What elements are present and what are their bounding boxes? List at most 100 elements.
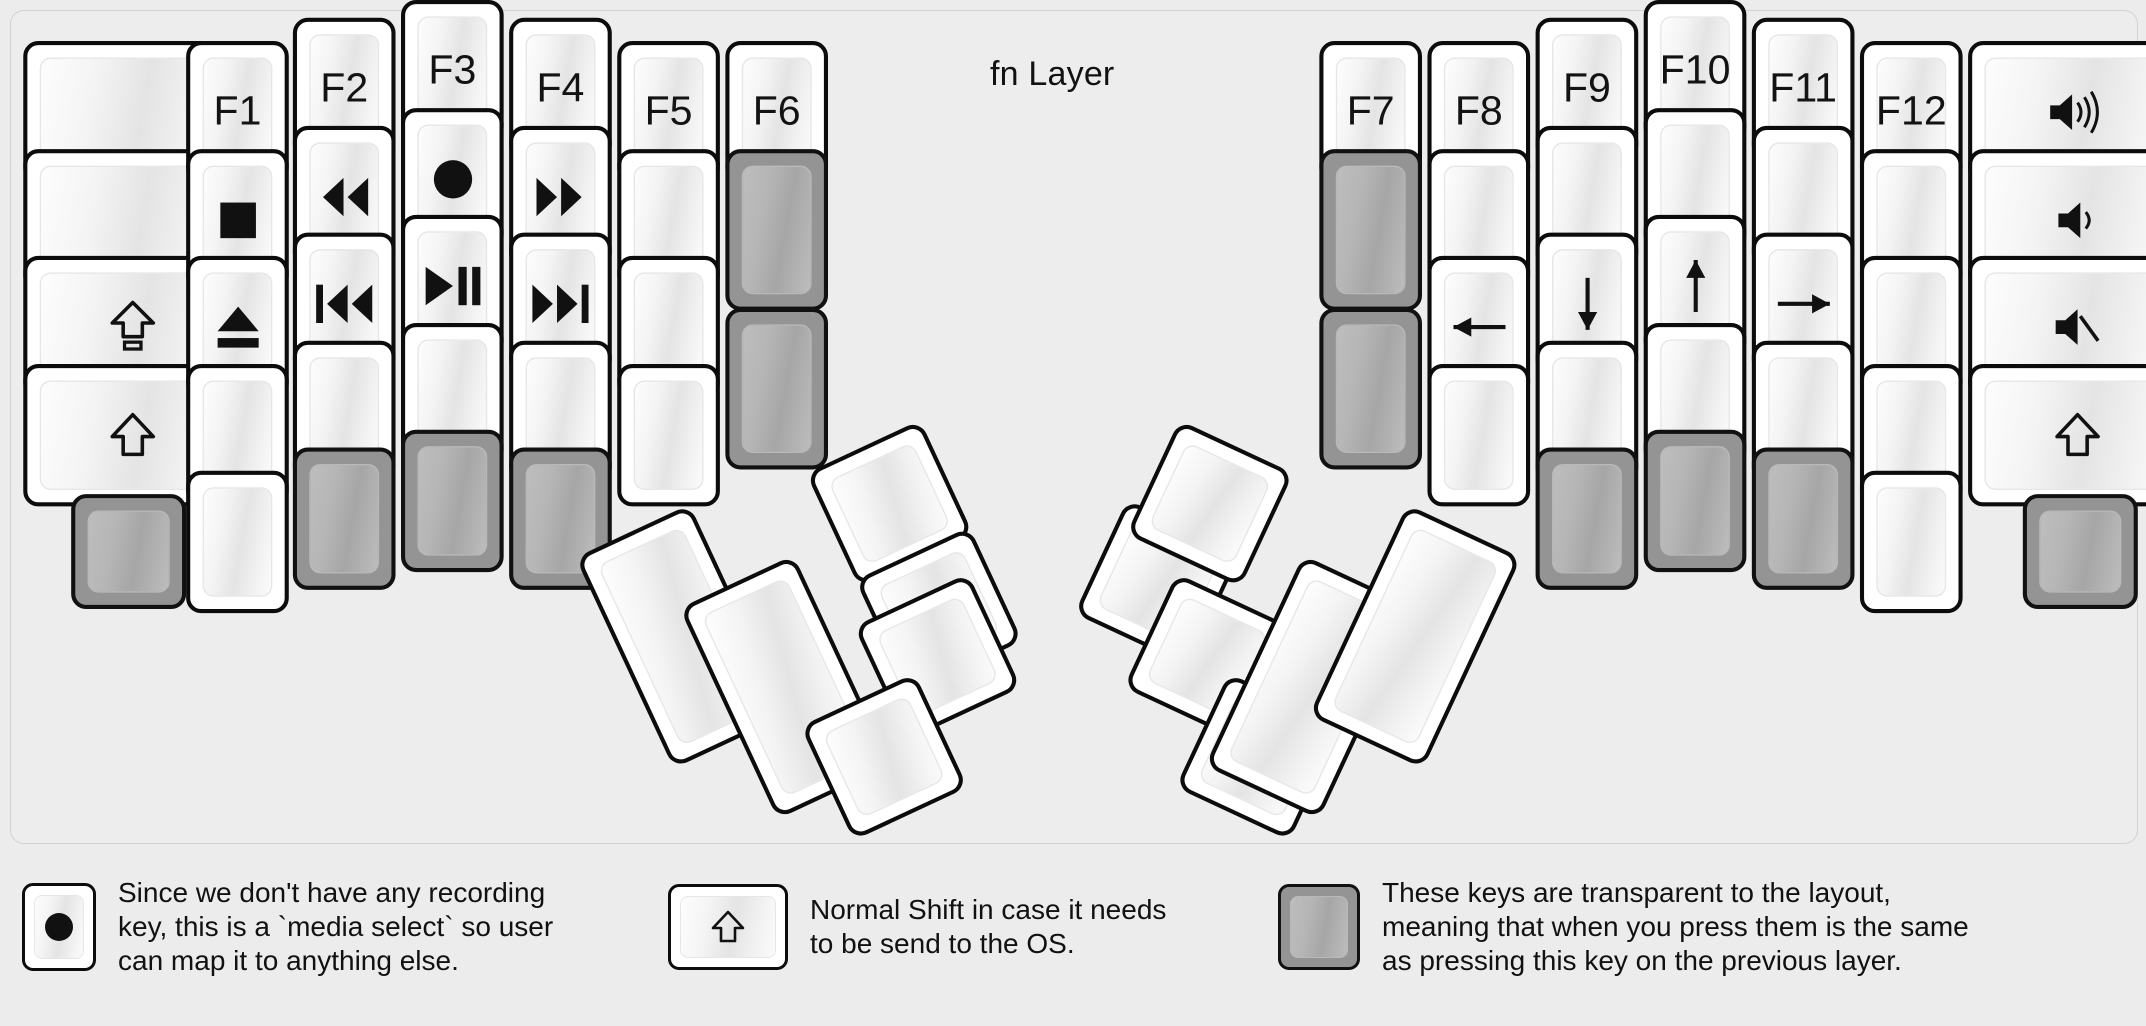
legend-key-record bbox=[22, 883, 96, 972]
key-cap bbox=[1278, 884, 1360, 971]
key-cap bbox=[1535, 447, 1639, 590]
legend-text-record: Since we don't have any recording key, t… bbox=[118, 877, 554, 977]
key-col-outer-right-4[interactable] bbox=[2022, 494, 2138, 610]
key-col-f2-4[interactable] bbox=[292, 447, 396, 590]
key-label: F6 bbox=[752, 88, 801, 135]
media-next-icon bbox=[527, 250, 594, 357]
key-cap: F3 bbox=[401, 0, 504, 143]
key-label: F2 bbox=[320, 65, 369, 111]
legend-item-transparent: These keys are transparent to the layout… bbox=[1278, 876, 1969, 978]
volume-mute-icon bbox=[1986, 274, 2146, 381]
key-top bbox=[202, 487, 273, 597]
key-col-f5-3[interactable] bbox=[617, 363, 720, 506]
key-cap bbox=[1319, 148, 1422, 310]
key-label: F5 bbox=[644, 88, 693, 135]
key-cap bbox=[1643, 429, 1747, 573]
key-col-f10-4[interactable] bbox=[1643, 429, 1747, 573]
key-cap bbox=[186, 470, 289, 614]
key-cap bbox=[725, 148, 829, 310]
media-previous-icon bbox=[311, 250, 378, 357]
arrow-right-icon bbox=[1770, 250, 1837, 357]
key-col-f1-4[interactable] bbox=[186, 470, 289, 614]
key-label bbox=[824, 697, 944, 817]
key-label bbox=[1150, 444, 1270, 564]
key-top bbox=[1148, 441, 1272, 566]
key-top bbox=[417, 446, 488, 556]
key-label bbox=[743, 325, 810, 451]
legend-key-shift bbox=[668, 884, 788, 970]
media-record-icon bbox=[35, 896, 83, 958]
key-top bbox=[822, 695, 946, 819]
key-cap bbox=[725, 307, 829, 469]
key-label bbox=[204, 489, 271, 596]
key-cap bbox=[617, 363, 720, 506]
page-title: fn Layer bbox=[990, 55, 1115, 93]
legend-text-transparent: These keys are transparent to the layout… bbox=[1382, 877, 1969, 977]
key-label bbox=[1337, 325, 1404, 451]
shift-icon bbox=[1986, 381, 2146, 488]
media-stop-icon bbox=[204, 166, 271, 273]
key-label bbox=[419, 448, 486, 555]
shift-icon bbox=[41, 381, 224, 488]
key-col-outer-right-3[interactable] bbox=[1968, 363, 2146, 506]
key-cap bbox=[292, 447, 396, 590]
key-top bbox=[1984, 379, 2146, 490]
key-label bbox=[311, 465, 378, 572]
key-top bbox=[680, 896, 776, 958]
key-label bbox=[1333, 528, 1498, 745]
key-label: F3 bbox=[428, 47, 477, 94]
key-col-outer-left-4[interactable] bbox=[71, 494, 187, 610]
caps-lock-shift-icon bbox=[41, 274, 224, 381]
legend-keycap-record bbox=[22, 883, 96, 972]
key-top bbox=[741, 323, 812, 453]
arrow-up-icon bbox=[1662, 233, 1729, 340]
key-top bbox=[1443, 379, 1514, 490]
key-col-f12-4[interactable] bbox=[1859, 470, 1963, 614]
key-label bbox=[1337, 166, 1404, 292]
key-top bbox=[309, 463, 380, 574]
key-cap bbox=[1319, 307, 1422, 469]
media-eject-icon bbox=[204, 274, 271, 381]
key-cap bbox=[1968, 363, 2146, 506]
legend-keycap-shift bbox=[668, 884, 788, 970]
key-top bbox=[1768, 463, 1839, 574]
key-cap bbox=[1751, 447, 1855, 590]
media-record-icon bbox=[419, 125, 486, 232]
key-label bbox=[1878, 489, 1945, 596]
legend-text-shift: Normal Shift in case it needs to be send… bbox=[810, 893, 1167, 959]
key-cap bbox=[401, 429, 504, 573]
key-label: F4 bbox=[536, 65, 585, 111]
key-label bbox=[635, 381, 702, 488]
key-top bbox=[1552, 463, 1622, 574]
media-fast-forward-icon bbox=[527, 143, 594, 250]
arrow-left-icon bbox=[1445, 274, 1512, 381]
key-cap bbox=[1427, 363, 1531, 506]
key-label bbox=[1445, 381, 1512, 488]
key-col-f8-3[interactable] bbox=[1427, 363, 1531, 506]
key-label bbox=[1662, 448, 1729, 555]
key-col-f11-4[interactable] bbox=[1751, 447, 1855, 590]
key-col-f9-4[interactable] bbox=[1535, 447, 1639, 590]
key-cap bbox=[2022, 494, 2138, 610]
key-label: F11 bbox=[1769, 65, 1838, 111]
key-col-f7-2[interactable] bbox=[1319, 307, 1422, 469]
key-label bbox=[2041, 512, 2120, 591]
legend-keycap-transparent bbox=[1278, 884, 1360, 971]
key-top bbox=[1335, 323, 1406, 453]
key-col-f3-4[interactable] bbox=[401, 429, 504, 573]
key-top bbox=[87, 510, 170, 593]
key-top bbox=[1876, 487, 1947, 597]
key-col-f6-1[interactable] bbox=[725, 148, 829, 310]
volume-down-icon bbox=[1986, 166, 2146, 273]
key-top bbox=[741, 164, 812, 294]
key-col-f6-2[interactable] bbox=[725, 307, 829, 469]
key-label: F8 bbox=[1454, 88, 1503, 135]
key-label bbox=[89, 512, 168, 591]
key-label bbox=[1553, 465, 1620, 572]
legend-key-transparent bbox=[1278, 884, 1360, 971]
key-col-f7-1[interactable] bbox=[1319, 148, 1422, 310]
legend-item-shift: Normal Shift in case it needs to be send… bbox=[668, 884, 1166, 970]
key-top bbox=[633, 379, 704, 490]
key-col-f3-0[interactable]: F3 bbox=[401, 0, 504, 143]
